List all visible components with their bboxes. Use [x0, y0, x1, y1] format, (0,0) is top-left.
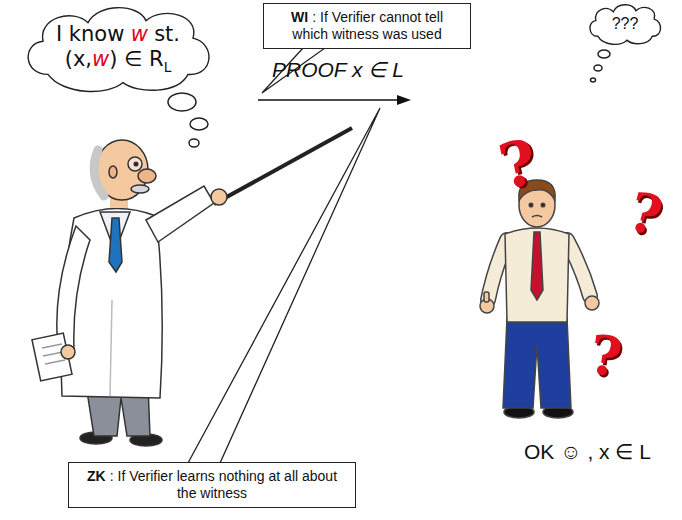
professor-figure-part: [134, 162, 138, 166]
thought-text: w: [131, 22, 148, 46]
verifier-figure-part: [567, 240, 590, 296]
thought-bubbles-part: [168, 93, 196, 111]
professor-figure-part: [110, 300, 112, 396]
verifier-figure-part: [505, 228, 569, 322]
professor-figure: [32, 128, 352, 446]
professor-figure-part: [138, 169, 156, 183]
thought-text: st.: [154, 22, 180, 46]
question-mark: ?: [586, 322, 626, 390]
verifier-figure-part: [484, 292, 489, 302]
cloud-shape: [590, 5, 661, 45]
cloud-shape: [28, 8, 209, 92]
wi-callout: WI: If Verifier cannot tell which witnes…: [263, 3, 471, 49]
professor-figure-part: [109, 166, 117, 178]
question-mark: ?: [623, 179, 669, 249]
verifier-figure-part: [488, 240, 507, 300]
zk-callout: ZK: If Verifier learns nothing at all ab…: [68, 462, 356, 508]
question-mark: ?: [493, 125, 544, 204]
thought-text: I know: [56, 22, 124, 46]
thought-bubbles-part: [594, 65, 602, 71]
verifier-figure-part: [532, 216, 542, 218]
professor-figure-part: [214, 128, 352, 204]
thought-bubbles-part: [591, 78, 596, 82]
professor-figure-part: [131, 185, 149, 193]
professor-figure-part: [128, 157, 142, 171]
callout-pointer: [188, 108, 380, 463]
callout-text: : If Verifier cannot tell which witness …: [292, 9, 443, 42]
callout-term: WI: [291, 9, 308, 25]
thought-bubbles-part: [598, 50, 610, 58]
thought-text: (x,: [65, 47, 92, 71]
verifier-figure-part: [585, 296, 599, 310]
thought-bubbles-part: [190, 118, 208, 130]
thought-bubbles: [168, 50, 610, 147]
thought-cloud: I knowwst.(x,w) ∈ RL: [18, 2, 218, 95]
proof-arrow: [258, 95, 411, 105]
thought-bubbles-part: [189, 139, 199, 147]
callout-term: ZK: [87, 468, 106, 484]
cloud-text: ???: [612, 14, 639, 33]
professor-figure-part: [211, 189, 227, 205]
proof-arrow-part: [397, 95, 411, 105]
verifier-conclusion: OK ☺ , x ∈ L: [524, 440, 651, 464]
professor-figure-part: [43, 352, 63, 356]
professor-figure-part: [42, 344, 62, 348]
verifier-figure-part: [488, 240, 507, 300]
verifier-figure-part: [529, 203, 533, 207]
thought-text: ???: [612, 15, 639, 32]
verifier-figure-part: [567, 240, 590, 296]
verifier-figure-part: [541, 203, 545, 207]
callout-text: : If Verifier learns nothing at all abou…: [110, 468, 337, 501]
thought-text: L: [164, 59, 172, 75]
professor-figure-part: [45, 360, 65, 364]
professor-figure-part: [61, 345, 75, 359]
professor-figure-part: [94, 150, 104, 196]
thought-text: w: [92, 47, 109, 71]
confused-cloud: ???: [586, 2, 664, 46]
proof-label: PROOF x ∈ L: [272, 58, 404, 82]
verifier-figure: [480, 180, 599, 418]
professor-figure-part: [146, 186, 214, 242]
verifier-figure-part: [531, 232, 543, 300]
professor-figure-part: [109, 218, 122, 272]
proof-arrow-part: [258, 99, 399, 101]
thought-text: ) ∈ R: [109, 47, 163, 71]
verifier-figure-part: [503, 318, 571, 408]
professor-figure-part: [57, 226, 90, 350]
cloud-text: I knowwst.(x,w) ∈ RL: [56, 22, 180, 75]
